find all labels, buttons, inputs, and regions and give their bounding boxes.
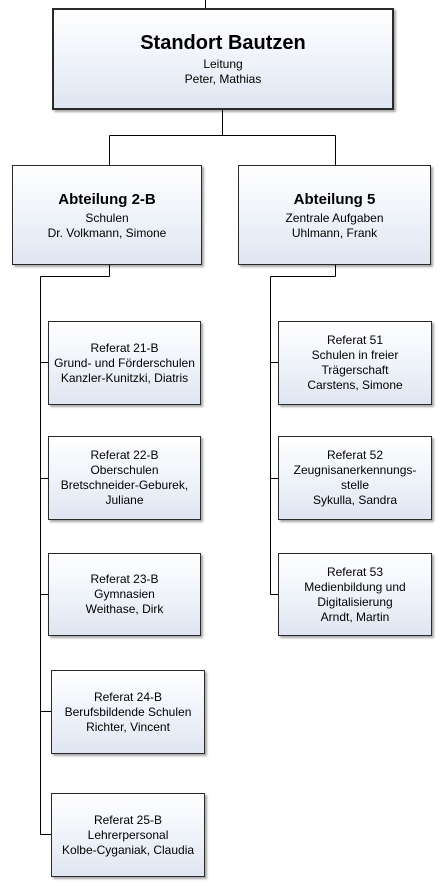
node-line: Kolbe-Cyganiak, Claudia <box>61 842 195 857</box>
node-line: Arndt, Martin <box>320 609 390 624</box>
node-line: Grund- und Förderschulen <box>54 355 195 370</box>
node-line: Weithase, Dirk <box>85 602 164 616</box>
node-line: Gymnasien <box>94 587 155 601</box>
node-abteilung-5-subtitle: Zentrale Aufgaben <box>285 210 384 225</box>
node-referat-24b: Referat 24-B Berufsbildende Schulen Rich… <box>51 670 205 754</box>
node-line: Sykulla, Sandra <box>312 493 398 507</box>
node-line: Referat 23-B <box>90 572 159 586</box>
node-line: Schulen in freier <box>311 348 399 362</box>
node-line: Carstens, Simone <box>307 378 403 392</box>
node-abteilung-5-title: Abteilung 5 <box>293 190 376 208</box>
node-abteilung-5-person: Uhlmann, Frank <box>291 225 378 240</box>
node-line: Referat 21-B <box>90 340 159 355</box>
node-line: stelle <box>340 478 369 492</box>
node-standort-title: Standort Bautzen <box>140 32 306 54</box>
node-line: Trägerschaft <box>321 363 389 377</box>
node-line: Referat 24-B <box>93 689 163 704</box>
node-standort-person: Peter, Mathias <box>184 72 262 86</box>
node-line: Oberschulen <box>90 463 159 477</box>
node-line: Richter, Vincent <box>86 719 170 734</box>
node-abteilung-2b-person: Dr. Volkmann, Simone <box>47 225 167 240</box>
node-abteilung-2b: Abteilung 2-B Schulen Dr. Volkmann, Simo… <box>12 165 202 265</box>
node-abteilung-5: Abteilung 5 Zentrale Aufgaben Uhlmann, F… <box>238 165 431 265</box>
node-referat-21b: Referat 21-B Grund- und Förderschulen Ka… <box>48 321 201 405</box>
node-line: Kanzler-Kunitzki, Diatris <box>60 370 189 385</box>
node-standort-role: Leitung <box>203 57 243 71</box>
node-line: Digitalisierung <box>317 594 393 609</box>
node-referat-53: Referat 53 Medienbildung und Digitalisie… <box>278 553 432 636</box>
node-line: Medienbildung und <box>304 579 406 594</box>
node-line: Berufsbildende Schulen <box>64 704 192 719</box>
node-line: Referat 25-B <box>93 812 163 827</box>
node-referat-51: Referat 51 Schulen in freier Trägerschaf… <box>278 321 432 405</box>
node-line: Referat 52 <box>326 448 384 462</box>
node-referat-25b: Referat 25-B Lehrerpersonal Kolbe-Cygani… <box>51 793 205 877</box>
node-line: Bretschneider-Geburek, <box>60 478 189 492</box>
node-abteilung-2b-subtitle: Schulen <box>85 210 129 225</box>
node-line: Zeugnisanerkennungs- <box>293 463 417 477</box>
node-referat-23b: Referat 23-B Gymnasien Weithase, Dirk <box>48 553 201 636</box>
node-line: Referat 22-B <box>90 448 159 462</box>
node-line: Juliane <box>105 493 144 507</box>
node-line: Lehrerpersonal <box>87 827 169 842</box>
node-referat-22b: Referat 22-B Oberschulen Bretschneider-G… <box>48 436 201 520</box>
node-line: Referat 53 <box>326 564 384 579</box>
node-referat-52: Referat 52 Zeugnisanerkennungs- stelle S… <box>278 436 432 520</box>
node-standort: Standort Bautzen Leitung Peter, Mathias <box>52 8 394 110</box>
node-abteilung-2b-title: Abteilung 2-B <box>58 190 156 208</box>
node-line: Referat 51 <box>326 333 384 347</box>
